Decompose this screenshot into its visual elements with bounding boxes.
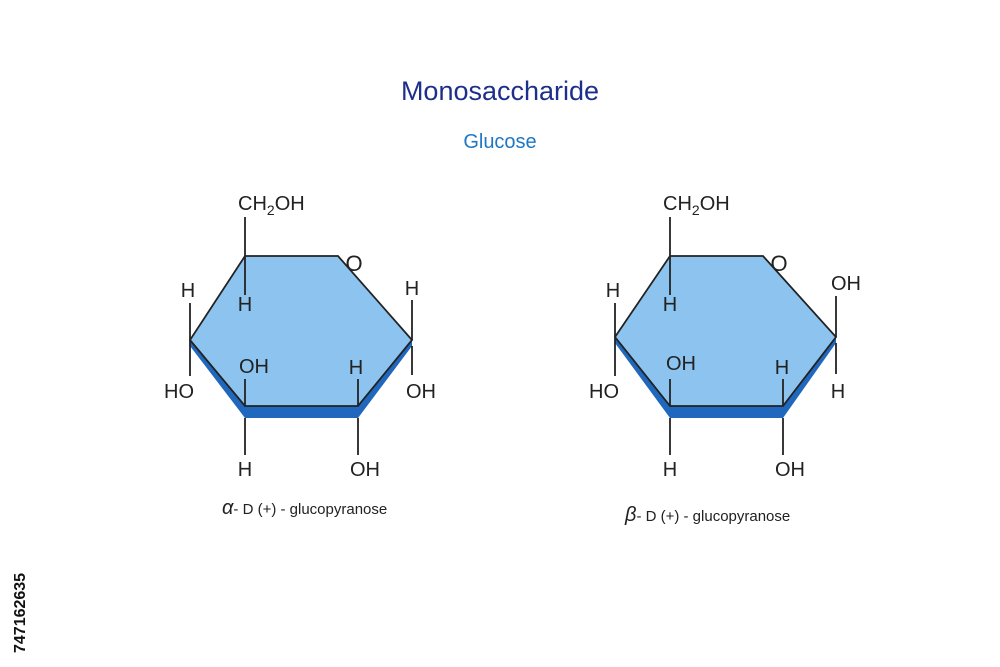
c4-top-label: H	[181, 280, 195, 302]
ring-oxygen: O	[770, 251, 787, 276]
c3-bottom-label: H	[663, 459, 677, 481]
c5-h-label: H	[238, 294, 252, 316]
ch2oh-label: CH2OH	[238, 193, 305, 218]
c1-top-label: OH	[831, 273, 861, 295]
c4-top-label: H	[606, 280, 620, 302]
c3-top-label: OH	[239, 356, 269, 378]
beta-glucopyranose: CH2OH O H H HO OH H H OH OH H β- D (+) -…	[589, 193, 861, 526]
caption-text: - D (+) - glucopyranose	[233, 501, 387, 518]
page-subtitle: Glucose	[463, 131, 537, 153]
bonds	[614, 217, 837, 455]
ch2oh-label: CH2OH	[663, 193, 730, 218]
c1-bottom-label: OH	[406, 381, 436, 403]
c1-top-label: H	[405, 278, 419, 300]
alpha-caption: α- D (+) - glucopyranose	[222, 497, 387, 519]
c4-bottom-label: HO	[589, 381, 619, 403]
c5-h-label: H	[663, 294, 677, 316]
page-title: Monosaccharide	[400, 76, 600, 106]
c2-bottom-label: OH	[775, 459, 805, 481]
c4-bottom-label: HO	[164, 381, 194, 403]
bonds	[189, 217, 413, 455]
c2-top-label: H	[775, 357, 789, 379]
c2-bottom-label: OH	[350, 459, 380, 481]
anomer-symbol: α	[222, 497, 234, 519]
anomer-symbol: β	[624, 504, 636, 526]
c2-top-label: H	[349, 357, 363, 379]
c1-bottom-label: H	[831, 381, 845, 403]
caption-text: - D (+) - glucopyranose	[636, 508, 790, 525]
ring-oxygen: O	[345, 251, 362, 276]
alpha-glucopyranose: CH2OH O H H HO OH H H OH H OH α- D (+) -…	[164, 193, 436, 519]
beta-caption: β- D (+) - glucopyranose	[624, 504, 790, 526]
c3-top-label: OH	[666, 353, 696, 375]
c3-bottom-label: H	[238, 459, 252, 481]
